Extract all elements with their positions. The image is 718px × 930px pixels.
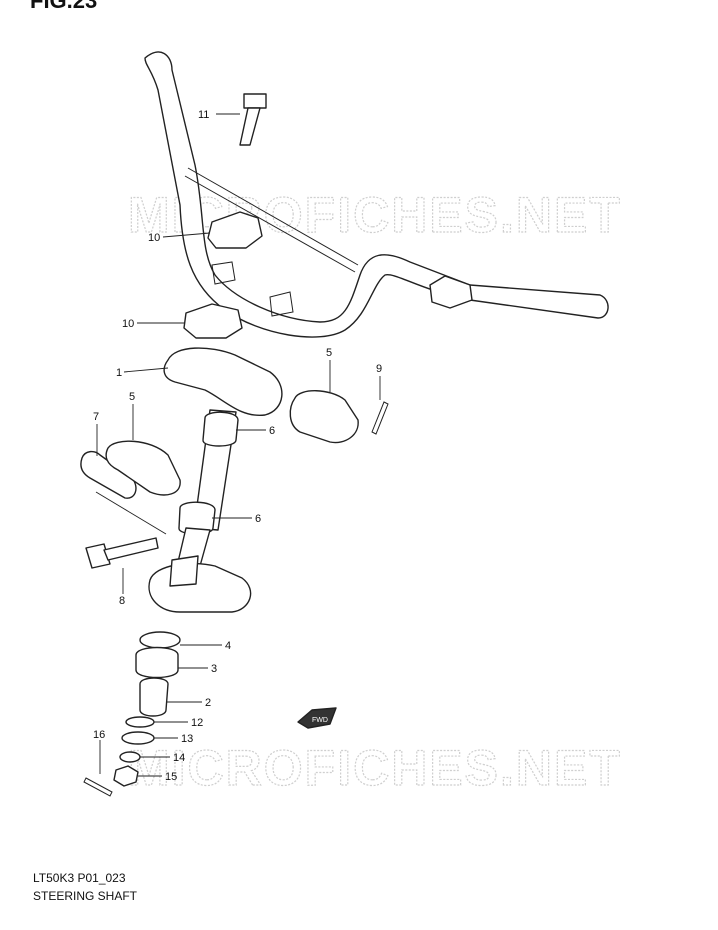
part-3-bearing <box>135 646 179 679</box>
callout-5-right: 5 <box>326 347 332 359</box>
callout-8: 8 <box>119 595 125 607</box>
part-10-lower-holder <box>183 303 243 339</box>
callout-10-lower: 10 <box>122 318 134 330</box>
callout-11: 11 <box>198 109 209 121</box>
callouts: 11 10 10 1 5 9 7 5 6 6 8 4 3 2 12 16 13 … <box>93 109 382 783</box>
part-1-bracket <box>163 347 283 416</box>
callout-2: 2 <box>205 697 211 709</box>
callout-6-lower: 6 <box>255 513 261 525</box>
callout-9: 9 <box>376 363 382 375</box>
caption-code: LT50K3 P01_023 <box>33 871 126 885</box>
knuckle-stub <box>169 555 199 587</box>
callout-3: 3 <box>211 663 217 675</box>
part-4-seal <box>139 631 181 649</box>
callout-12: 12 <box>191 717 203 729</box>
leader-lines <box>95 113 381 777</box>
part-5-left-clamp <box>105 440 181 496</box>
callout-1: 1 <box>116 367 122 379</box>
caption-title: STEERING SHAFT <box>33 889 138 903</box>
callout-16: 16 <box>93 729 105 741</box>
part-16-cotter-pin <box>83 777 113 797</box>
part-12-washer <box>125 716 155 728</box>
figure-title: FIG.23 <box>30 0 98 13</box>
fwd-badge: FWD <box>297 707 337 729</box>
callout-6-upper: 6 <box>269 425 275 437</box>
part-15-nut <box>113 765 139 787</box>
part-10-upper-holder <box>207 211 263 249</box>
callout-7: 7 <box>93 411 99 423</box>
callout-14: 14 <box>173 752 185 764</box>
part-13-washer <box>121 731 155 745</box>
part-14-washer <box>119 751 141 763</box>
handlebar <box>144 51 609 338</box>
part-8-bolt <box>85 537 159 569</box>
part-7-plate <box>80 450 137 499</box>
part-9-cotter-pin <box>371 401 389 435</box>
callout-5-left: 5 <box>129 391 135 403</box>
callout-13: 13 <box>181 733 193 745</box>
callout-10-upper: 10 <box>148 232 160 244</box>
lower-bracket <box>148 562 252 613</box>
part-5-right-clamp <box>289 390 359 444</box>
steering-shaft <box>177 409 239 567</box>
part-2-bush <box>139 677 169 717</box>
callout-15: 15 <box>165 771 177 783</box>
callout-4: 4 <box>225 640 231 652</box>
fwd-label: FWD <box>312 717 328 724</box>
part-11-bolt <box>239 93 267 146</box>
watermark-bottom: MICROFICHES.NET <box>128 740 622 796</box>
